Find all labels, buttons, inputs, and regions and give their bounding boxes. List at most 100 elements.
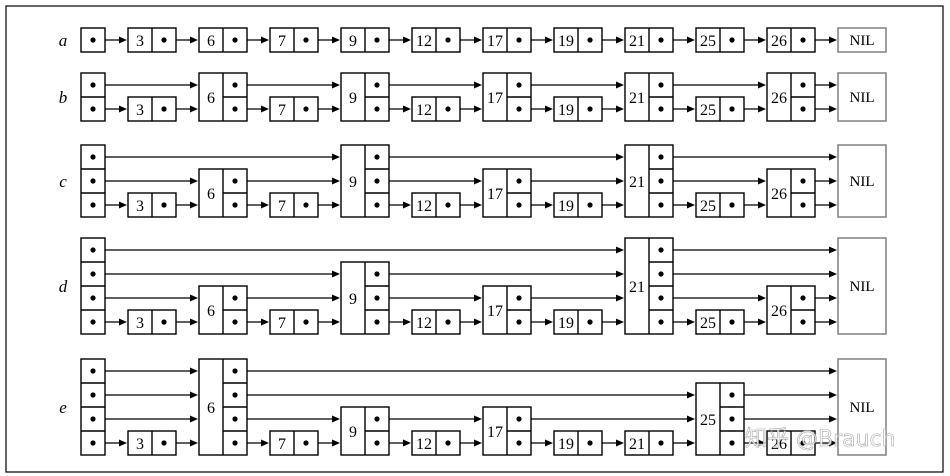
- pointer-dot: [90, 319, 96, 325]
- pointer-dot: [161, 440, 167, 446]
- nil-node: NIL: [837, 144, 887, 218]
- pointer-dot: [161, 106, 167, 112]
- pointer-dot: [374, 440, 380, 446]
- node-key: 3: [136, 198, 144, 215]
- arrowhead: [545, 105, 553, 113]
- list-node: 25: [695, 382, 745, 456]
- pointer-dot: [800, 106, 806, 112]
- watermark-text: 知乎 @Brauch: [745, 427, 896, 452]
- pointer-dot: [587, 319, 593, 325]
- node-key: 21: [629, 90, 645, 107]
- arrowhead: [332, 177, 340, 185]
- node-key: 21: [629, 279, 645, 296]
- nil-node: NIL: [837, 72, 887, 122]
- list-node: 26: [766, 430, 816, 456]
- pointer-dot: [303, 202, 309, 208]
- list-node: 17: [482, 285, 532, 335]
- arrowhead: [332, 294, 340, 302]
- nil-label: NIL: [850, 279, 875, 295]
- pointer-dot: [161, 319, 167, 325]
- pointer-dot: [90, 368, 96, 374]
- arrowhead: [616, 294, 624, 302]
- node-key: 17: [487, 424, 503, 441]
- arrowhead: [474, 415, 482, 423]
- node-key: 7: [278, 33, 286, 50]
- list-node: 12: [411, 96, 461, 122]
- list-node: 12: [411, 309, 461, 335]
- arrowhead: [829, 201, 837, 209]
- node-key: 21: [629, 33, 645, 50]
- arrowhead: [332, 36, 340, 44]
- arrowhead: [616, 105, 624, 113]
- list-node: 3: [127, 96, 177, 122]
- arrowhead: [616, 201, 624, 209]
- arrowhead: [758, 201, 766, 209]
- node-key: 21: [629, 436, 645, 453]
- pointer-dot: [587, 37, 593, 43]
- arrowhead: [829, 153, 837, 161]
- arrowhead: [332, 439, 340, 447]
- arrowhead: [687, 105, 695, 113]
- pointer-dot: [516, 106, 522, 112]
- pointer-dot: [658, 154, 664, 160]
- arrowhead: [261, 105, 269, 113]
- arrowhead: [332, 318, 340, 326]
- node-key: 6: [207, 303, 215, 320]
- pointer-dot: [445, 440, 451, 446]
- node-key: 6: [207, 33, 215, 50]
- arrowhead: [474, 294, 482, 302]
- list-node: 21: [624, 430, 674, 456]
- node-key: 6: [207, 90, 215, 107]
- node-key: 3: [136, 102, 144, 119]
- pointer-dot: [90, 202, 96, 208]
- node-key: 9: [349, 291, 357, 308]
- pointer-dot: [658, 440, 664, 446]
- pointer-dot: [729, 416, 735, 422]
- list-node: 19: [553, 192, 603, 218]
- pointer-dot: [729, 392, 735, 398]
- nil-box: [837, 144, 887, 218]
- node-key: 26: [771, 33, 787, 50]
- list-node: 3: [127, 192, 177, 218]
- node-key: 9: [349, 90, 357, 107]
- list-node: 6: [198, 27, 248, 53]
- list-node: 12: [411, 430, 461, 456]
- arrowhead: [403, 318, 411, 326]
- pointer-dot: [729, 319, 735, 325]
- node-key: 3: [136, 436, 144, 453]
- node-key: 7: [278, 436, 286, 453]
- arrowhead: [190, 391, 198, 399]
- node-key: 9: [349, 33, 357, 50]
- arrowhead: [758, 294, 766, 302]
- list-node: 21: [624, 72, 674, 122]
- arrowhead: [758, 36, 766, 44]
- pointer-dot: [303, 440, 309, 446]
- list-node: 19: [553, 309, 603, 335]
- pointer-dot: [303, 106, 309, 112]
- pointer-dot: [516, 440, 522, 446]
- arrowhead: [190, 367, 198, 375]
- arrowhead: [332, 201, 340, 209]
- arrowhead: [829, 415, 837, 423]
- list-node: 17: [482, 406, 532, 456]
- pointer-dot: [658, 106, 664, 112]
- arrowhead: [474, 177, 482, 185]
- pointer-dot: [800, 178, 806, 184]
- arrowhead: [616, 153, 624, 161]
- list-node: 19: [553, 27, 603, 53]
- arrowhead: [829, 391, 837, 399]
- pointer-dot: [516, 416, 522, 422]
- list-node: 21: [624, 144, 674, 218]
- arrowhead: [190, 415, 198, 423]
- nil-node: NIL: [837, 237, 887, 335]
- pointer-dot: [658, 271, 664, 277]
- arrowhead: [261, 201, 269, 209]
- pointer-dot: [658, 82, 664, 88]
- arrowhead: [403, 105, 411, 113]
- arrowhead: [474, 439, 482, 447]
- node-key: 25: [700, 102, 716, 119]
- list-node: 6: [198, 358, 248, 456]
- pointer-dot: [658, 202, 664, 208]
- node-key: 26: [771, 186, 787, 203]
- pointer-dot: [516, 295, 522, 301]
